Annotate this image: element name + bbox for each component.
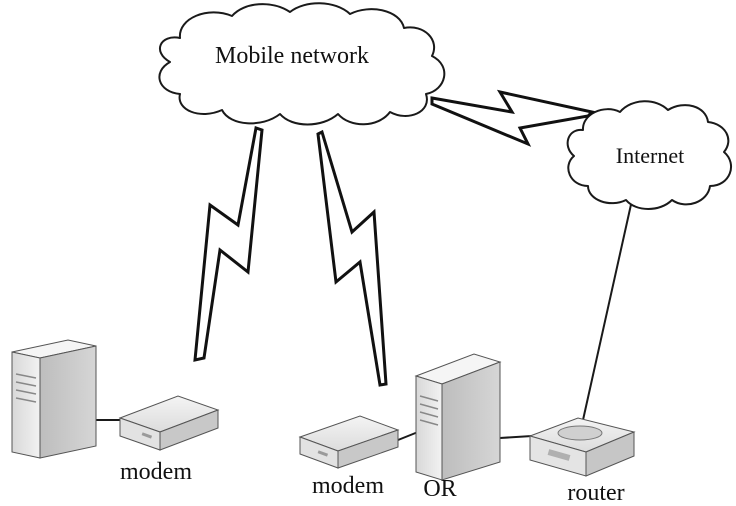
wireless-link-center-icon <box>316 129 388 387</box>
modem-right-label: modem <box>312 473 384 499</box>
internet-cloud: Internet <box>566 100 732 210</box>
wireless-link-left-icon <box>193 126 264 362</box>
modem-or-link <box>397 431 419 441</box>
modem-left-icon <box>118 395 220 451</box>
modem-right-icon <box>298 415 400 469</box>
mobile-network-label: Mobile network <box>215 43 369 69</box>
wireless-link-internet-icon <box>430 89 596 147</box>
internet-router-link <box>582 199 633 421</box>
or-server-icon <box>414 353 502 481</box>
or-label: OR <box>423 476 456 502</box>
modem-left-label: modem <box>120 459 192 485</box>
mobile-network-cloud: Mobile network <box>158 2 446 126</box>
router-label: router <box>567 480 624 506</box>
or-router-link <box>499 435 533 439</box>
server-left-icon <box>11 339 97 459</box>
router-icon <box>528 417 636 477</box>
internet-label: Internet <box>616 143 684 168</box>
